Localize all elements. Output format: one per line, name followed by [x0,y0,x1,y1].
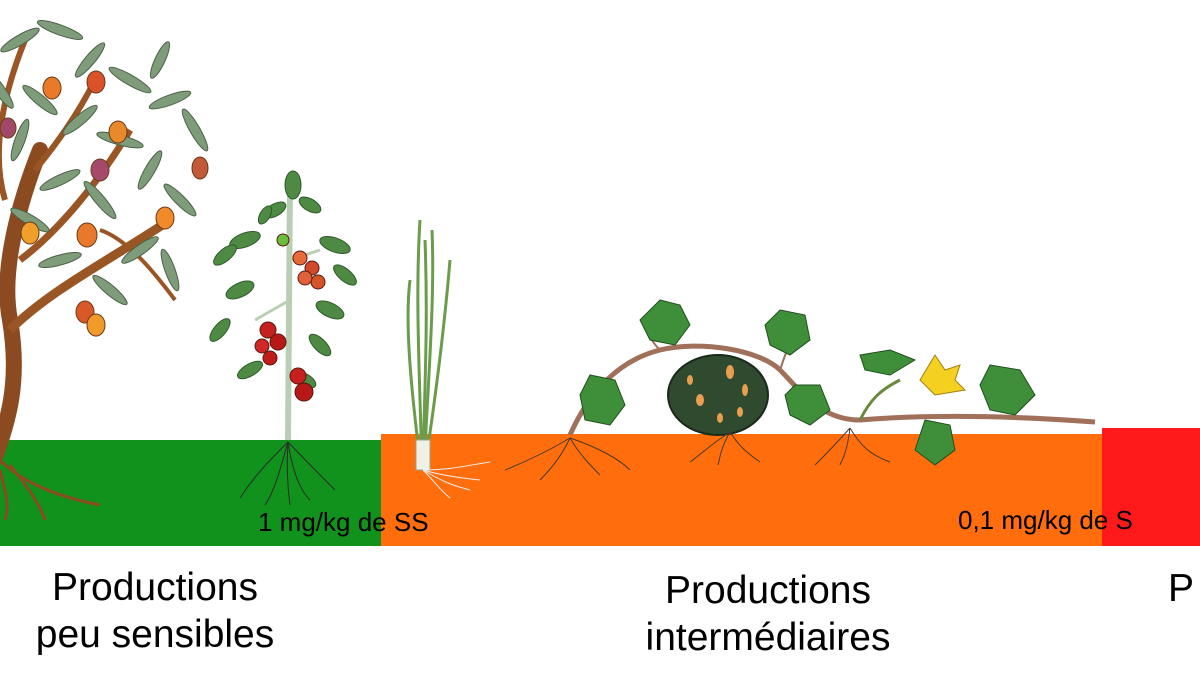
zone-intermediate-band [381,434,1105,546]
mango-tree-icon [0,20,209,521]
zone-intermediate-label-line2: intermédiaires [645,615,891,659]
zone-low-label-line2: peu sensibles [35,612,275,656]
tomato-plant-icon [209,170,357,506]
zone-high-band [1102,428,1200,546]
threshold-label-1: 1 mg/kg de SS [258,507,429,537]
zone-low-label-line1: Productions [52,566,258,609]
pumpkin-vine-icon [504,299,1096,481]
zone-low-band [0,440,385,546]
zone-intermediate-label-line1: Productions [665,569,871,612]
threshold-label-2: 0,1 mg/kg de S [958,505,1133,535]
sensitivity-band [0,428,1200,546]
zone-high-label: P [1168,566,1200,613]
zone-low-label: Productions peu sensibles [0,565,310,659]
zone-intermediate-label: Productions intermédiaires [600,568,936,662]
zone-high-label-line1: P [1168,567,1195,610]
leek-plant-icon [406,219,491,499]
